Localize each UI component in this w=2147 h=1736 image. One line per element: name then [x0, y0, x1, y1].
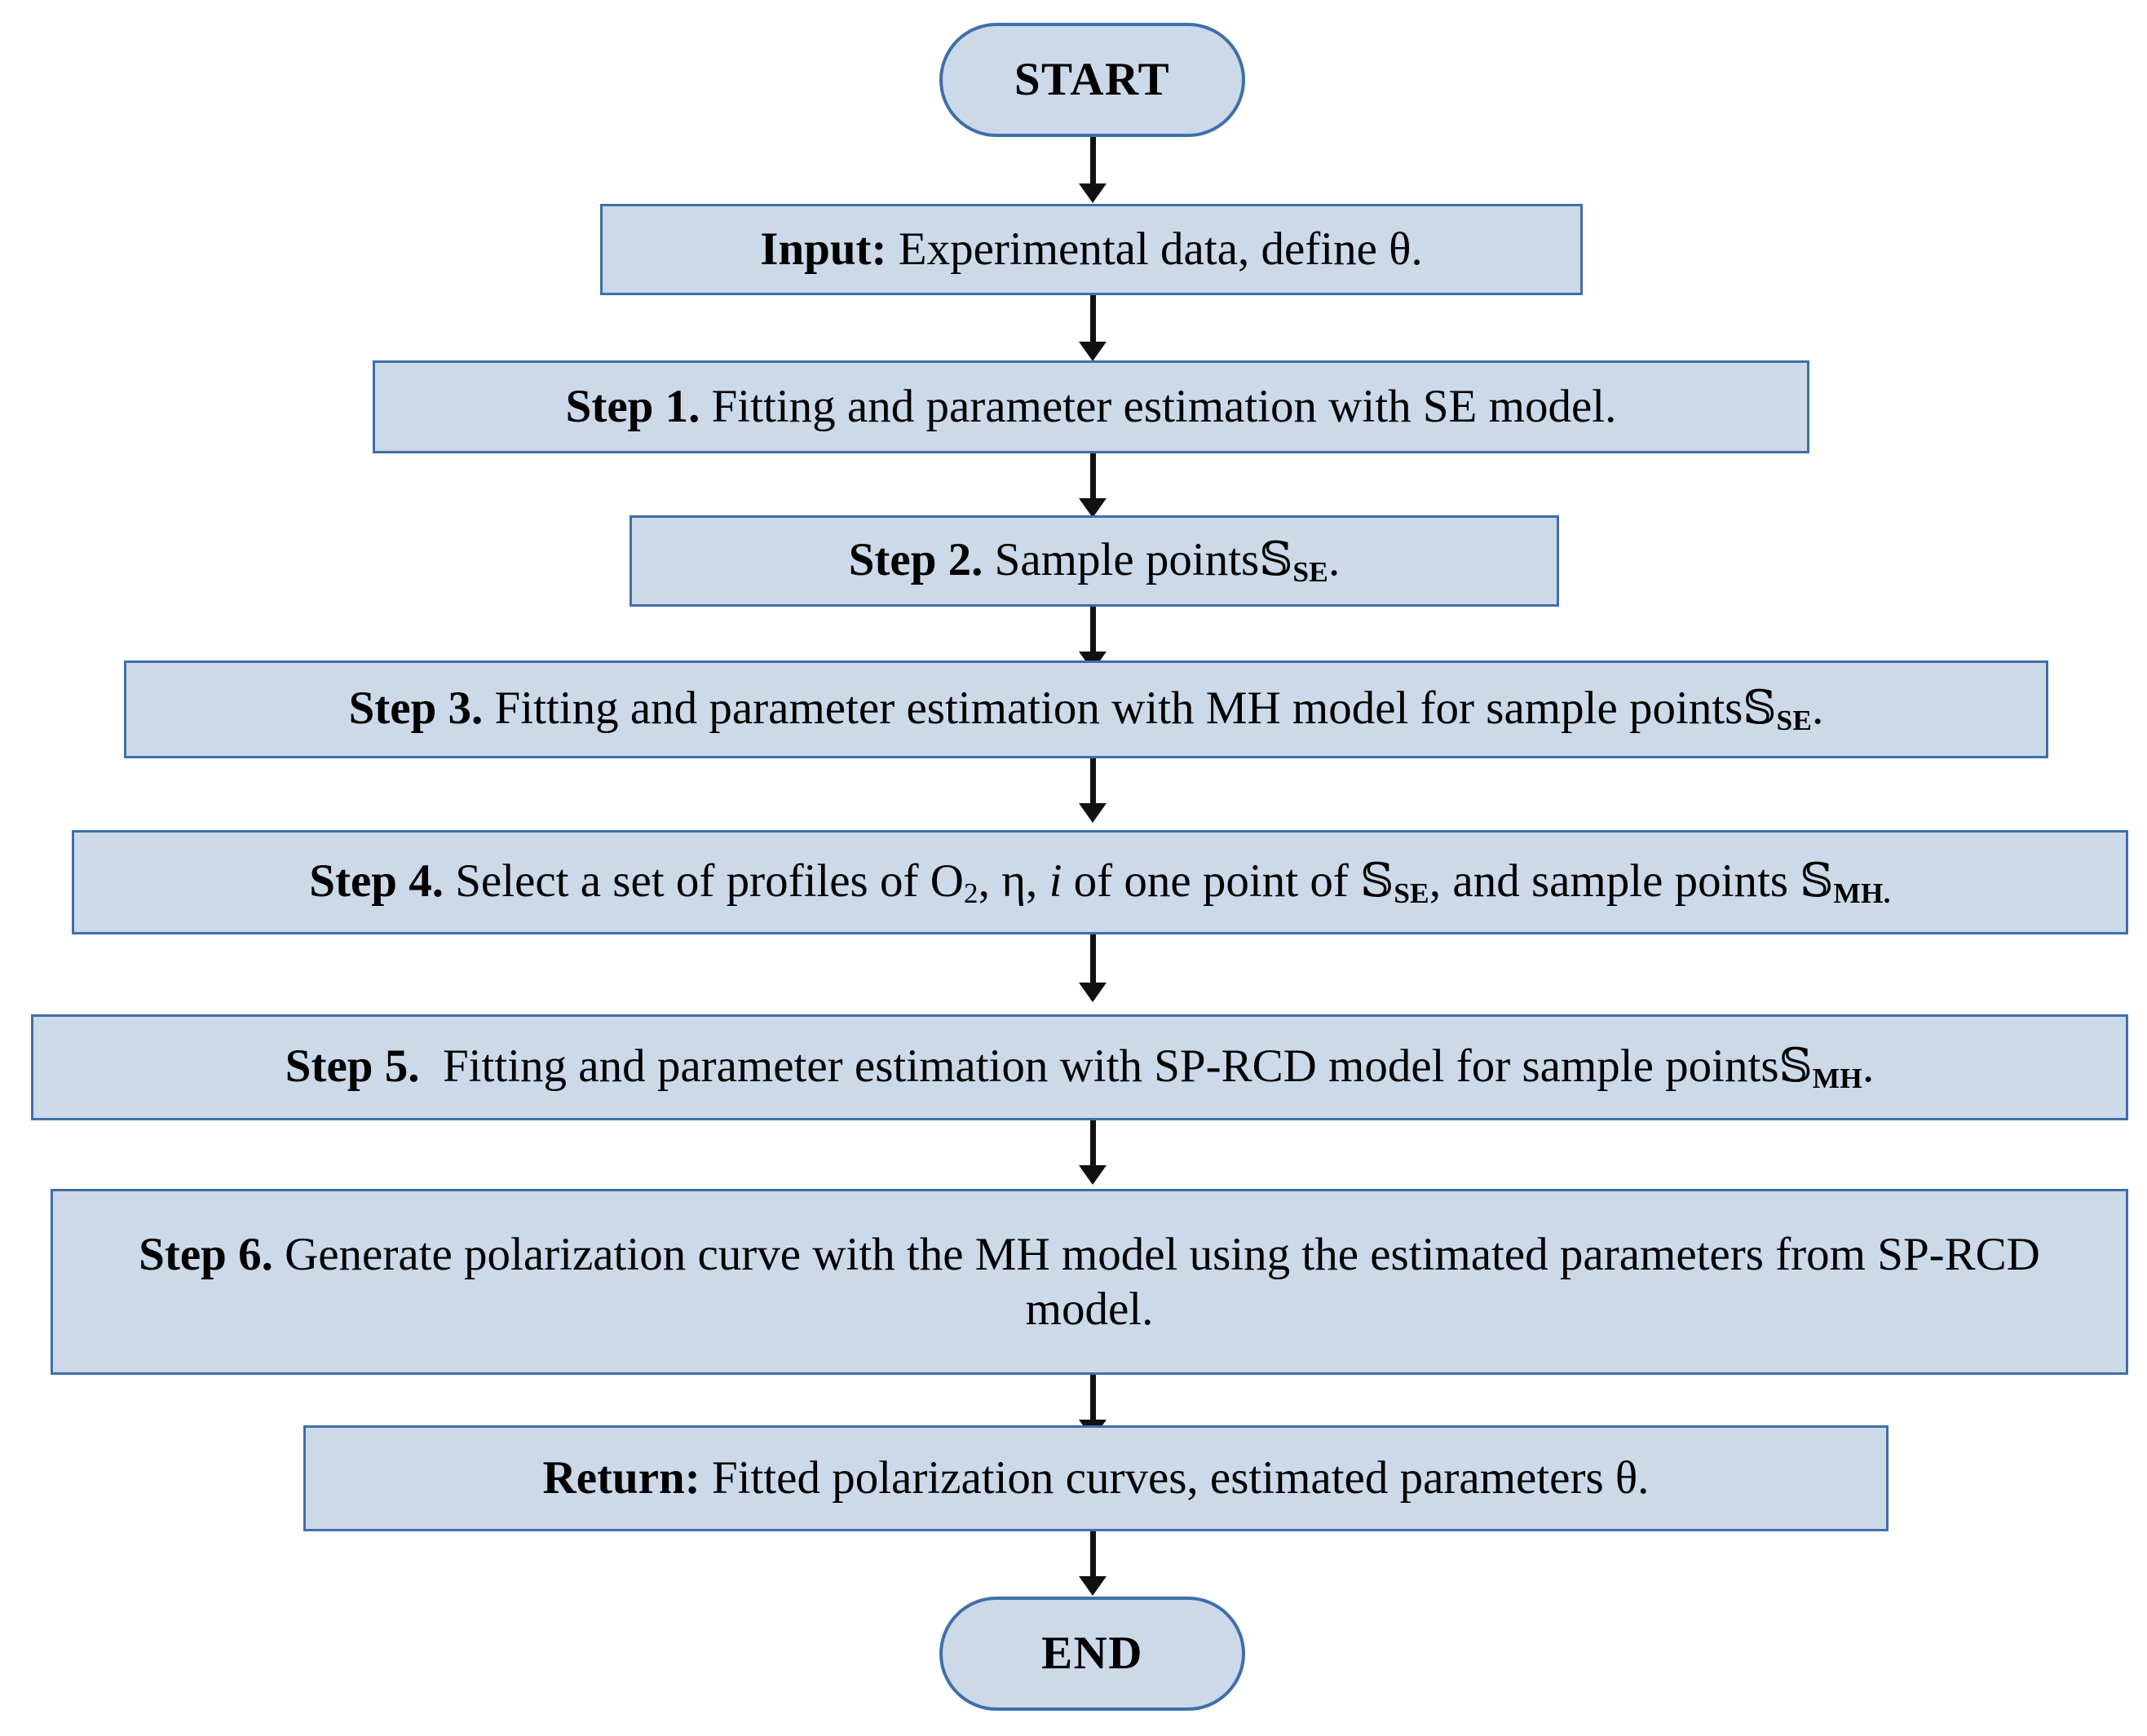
node-step4-seg2: , η, — [978, 855, 1038, 908]
node-input-text: Experimental data, define θ. — [898, 223, 1423, 276]
arrow-step4-to-step5 — [1090, 934, 1096, 992]
arrow-step5-to-step6 — [1090, 1120, 1096, 1171]
node-step4-prefix: Step 4. — [309, 855, 444, 908]
node-step1-text: Fitting and parameter estimation with SE… — [711, 381, 1617, 433]
node-return-label: Return: Fitted polarization curves, esti… — [317, 1451, 1875, 1505]
node-step6[interactable]: Step 6. Generate polarization curve with… — [51, 1189, 2128, 1375]
node-step2-symbol-S: 𝕊 — [1259, 532, 1293, 587]
node-return-text: Fitted polarization curves, estimated pa… — [711, 1452, 1650, 1504]
node-step2[interactable]: Step 2. Sample points𝕊SE. — [630, 515, 1559, 607]
node-start-label: START — [1014, 54, 1171, 106]
node-end[interactable]: END — [939, 1597, 1245, 1711]
node-step4-seg1: Select a set of profiles of O — [455, 855, 964, 908]
node-step4-subscript-1: SE — [1394, 877, 1429, 910]
node-step4-italic-i: i — [1049, 855, 1062, 908]
node-step3-symbol-S: 𝕊 — [1743, 681, 1777, 735]
arrow-step1-to-step2 — [1090, 453, 1096, 507]
node-step5-subscript: MH — [1812, 1062, 1862, 1095]
node-step1-prefix: Step 1. — [565, 381, 700, 433]
arrowhead-step1-to-step2 — [1079, 498, 1107, 518]
arrowhead-step3-to-step4 — [1079, 803, 1107, 823]
node-step4[interactable]: Step 4. Select a set of profiles of O2, … — [72, 830, 2128, 934]
node-input-prefix: Input: — [760, 223, 887, 276]
node-return-prefix: Return: — [542, 1452, 700, 1504]
arrow-step6-to-return — [1090, 1375, 1096, 1425]
node-step6-text: Generate polarization curve with the MH … — [285, 1228, 2040, 1335]
node-step3-text: Fitting and parameter estimation with MH… — [494, 682, 1743, 735]
node-step6-label: Step 6. Generate polarization curve with… — [82, 1227, 2096, 1337]
node-step2-period: . — [1328, 534, 1341, 586]
node-step3-prefix: Step 3. — [348, 682, 484, 735]
node-step4-subscript-2: MH. — [1833, 877, 1891, 910]
arrowhead-step5-to-step6 — [1079, 1165, 1107, 1185]
node-return[interactable]: Return: Fitted polarization curves, esti… — [303, 1425, 1889, 1531]
node-step2-text: Sample points — [994, 534, 1260, 586]
node-step3-subscript: SE — [1776, 705, 1813, 737]
node-step4-o2-subscript: 2 — [963, 877, 979, 910]
arrow-input-to-step1 — [1090, 295, 1096, 351]
node-step3-period: . — [1812, 682, 1824, 735]
arrowhead-start-to-input — [1079, 183, 1107, 203]
node-step1-label: Step 1. Fitting and parameter estimation… — [387, 379, 1796, 434]
node-step2-subscript: SE — [1292, 556, 1329, 589]
node-step5-period: . — [1862, 1040, 1875, 1093]
node-step5[interactable]: Step 5. Fitting and parameter estimation… — [31, 1014, 2128, 1120]
node-step4-label: Step 4. Select a set of profiles of O2, … — [86, 854, 2114, 910]
node-step1[interactable]: Step 1. Fitting and parameter estimation… — [373, 360, 1809, 453]
node-input[interactable]: Input: Experimental data, define θ. — [600, 204, 1583, 295]
node-step2-label: Step 2. Sample points𝕊SE. — [643, 532, 1545, 589]
node-step3[interactable]: Step 3. Fitting and parameter estimation… — [124, 660, 2048, 758]
arrow-step3-to-step4 — [1090, 758, 1096, 812]
arrow-return-to-end — [1090, 1531, 1096, 1585]
node-step5-prefix: Step 5. — [285, 1040, 420, 1093]
node-start[interactable]: START — [939, 23, 1245, 137]
node-step3-label: Step 3. Fitting and parameter estimation… — [138, 681, 2034, 737]
arrow-start-to-input — [1090, 137, 1096, 192]
node-step4-symbol-S-2: 𝕊 — [1800, 854, 1834, 908]
node-input-label: Input: Experimental data, define θ. — [614, 222, 1569, 276]
node-step5-text: Fitting and parameter estimation with SP… — [442, 1040, 1779, 1093]
node-end-label: END — [1041, 1628, 1143, 1680]
node-step4-seg4: , and sample points — [1429, 855, 1788, 908]
arrowhead-input-to-step1 — [1079, 342, 1107, 361]
arrow-step2-to-step3 — [1090, 607, 1096, 660]
node-step2-prefix: Step 2. — [848, 534, 983, 586]
arrowhead-step4-to-step5 — [1079, 983, 1107, 1002]
node-step4-symbol-S-1: 𝕊 — [1360, 854, 1394, 908]
node-step5-label: Step 5. Fitting and parameter estimation… — [45, 1039, 2114, 1095]
node-step5-symbol-S: 𝕊 — [1778, 1039, 1813, 1093]
node-step6-prefix: Step 6. — [139, 1228, 273, 1280]
node-step4-seg3: of one point of — [1073, 855, 1349, 908]
arrowhead-return-to-end — [1079, 1576, 1107, 1596]
